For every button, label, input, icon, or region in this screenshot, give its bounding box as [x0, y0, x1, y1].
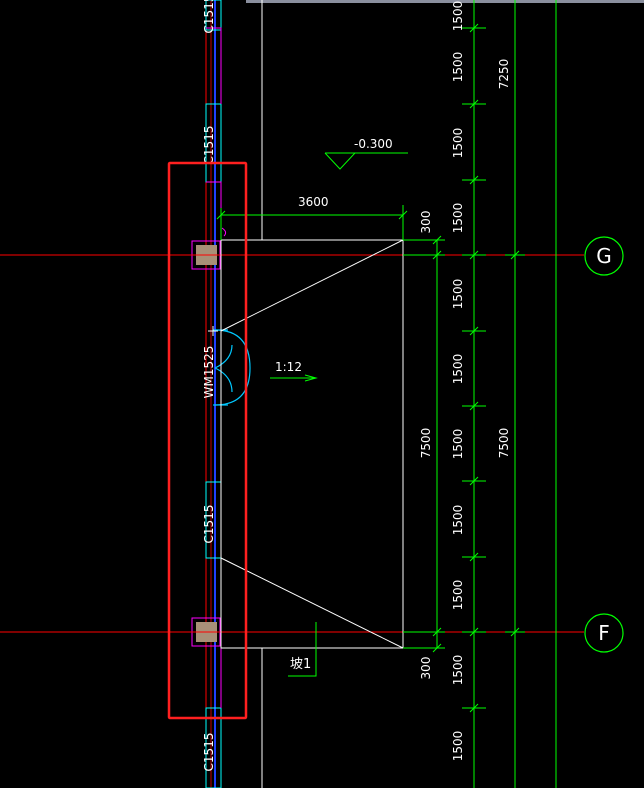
module-label: 1500: [451, 731, 465, 762]
dimension-label-3600: 3600: [298, 195, 329, 209]
dimension-label-7500-outer: 7500: [497, 428, 511, 459]
slope-label: 1:12: [275, 360, 302, 374]
axis-label-g: G: [596, 244, 612, 268]
dimension-label-300-bottom: 300: [419, 657, 433, 680]
door-label: WM1525: [202, 346, 216, 399]
dimension-3600: [216, 205, 408, 240]
ramp-leader: [288, 622, 317, 677]
ramp-label: 坡1: [290, 657, 311, 672]
wall-lines: [220, 0, 263, 788]
window-label-top: C1515: [202, 0, 216, 33]
door-swing-symbol[interactable]: [213, 329, 251, 406]
axis-bubble-g[interactable]: G: [584, 236, 624, 276]
dimension-label-300-top: 300: [419, 211, 433, 234]
slope-arrow: [270, 374, 318, 382]
window-label-upper: C1515: [202, 126, 216, 165]
dimension-chain-outer: [505, 0, 525, 788]
window-label-middle: C1515: [202, 505, 216, 544]
module-dimension-labels: 1500 1500 1500 1500 1500 1500 1500 1500 …: [451, 1, 465, 762]
elevation-label: -0.300: [354, 137, 393, 151]
module-label: 1500: [451, 655, 465, 686]
dimension-chain-module: [462, 0, 486, 788]
axis-bubble-f[interactable]: F: [584, 613, 624, 653]
module-label: 1500: [451, 52, 465, 83]
module-label: 1500: [451, 279, 465, 310]
module-label: 1500: [451, 203, 465, 234]
selection-highlight-box[interactable]: [167, 161, 248, 720]
top-toolbar-strip: [246, 0, 644, 3]
module-label: 1500: [451, 354, 465, 385]
door-marker: [208, 326, 218, 336]
dimension-label-7250: 7250: [497, 59, 511, 90]
module-label: 1500: [451, 580, 465, 611]
axis-label-f: F: [598, 621, 610, 645]
dimension-chain-inner: [403, 235, 445, 653]
module-label: 1500: [451, 128, 465, 159]
module-label: 1500: [451, 505, 465, 536]
ramp-platform[interactable]: [220, 239, 404, 649]
module-label: 1500: [451, 1, 465, 32]
dimension-label-7500-inner: 7500: [419, 428, 433, 459]
module-label: 1500: [451, 429, 465, 460]
elevation-symbol: [324, 152, 408, 170]
window-label-bottom: C1515: [202, 733, 216, 772]
